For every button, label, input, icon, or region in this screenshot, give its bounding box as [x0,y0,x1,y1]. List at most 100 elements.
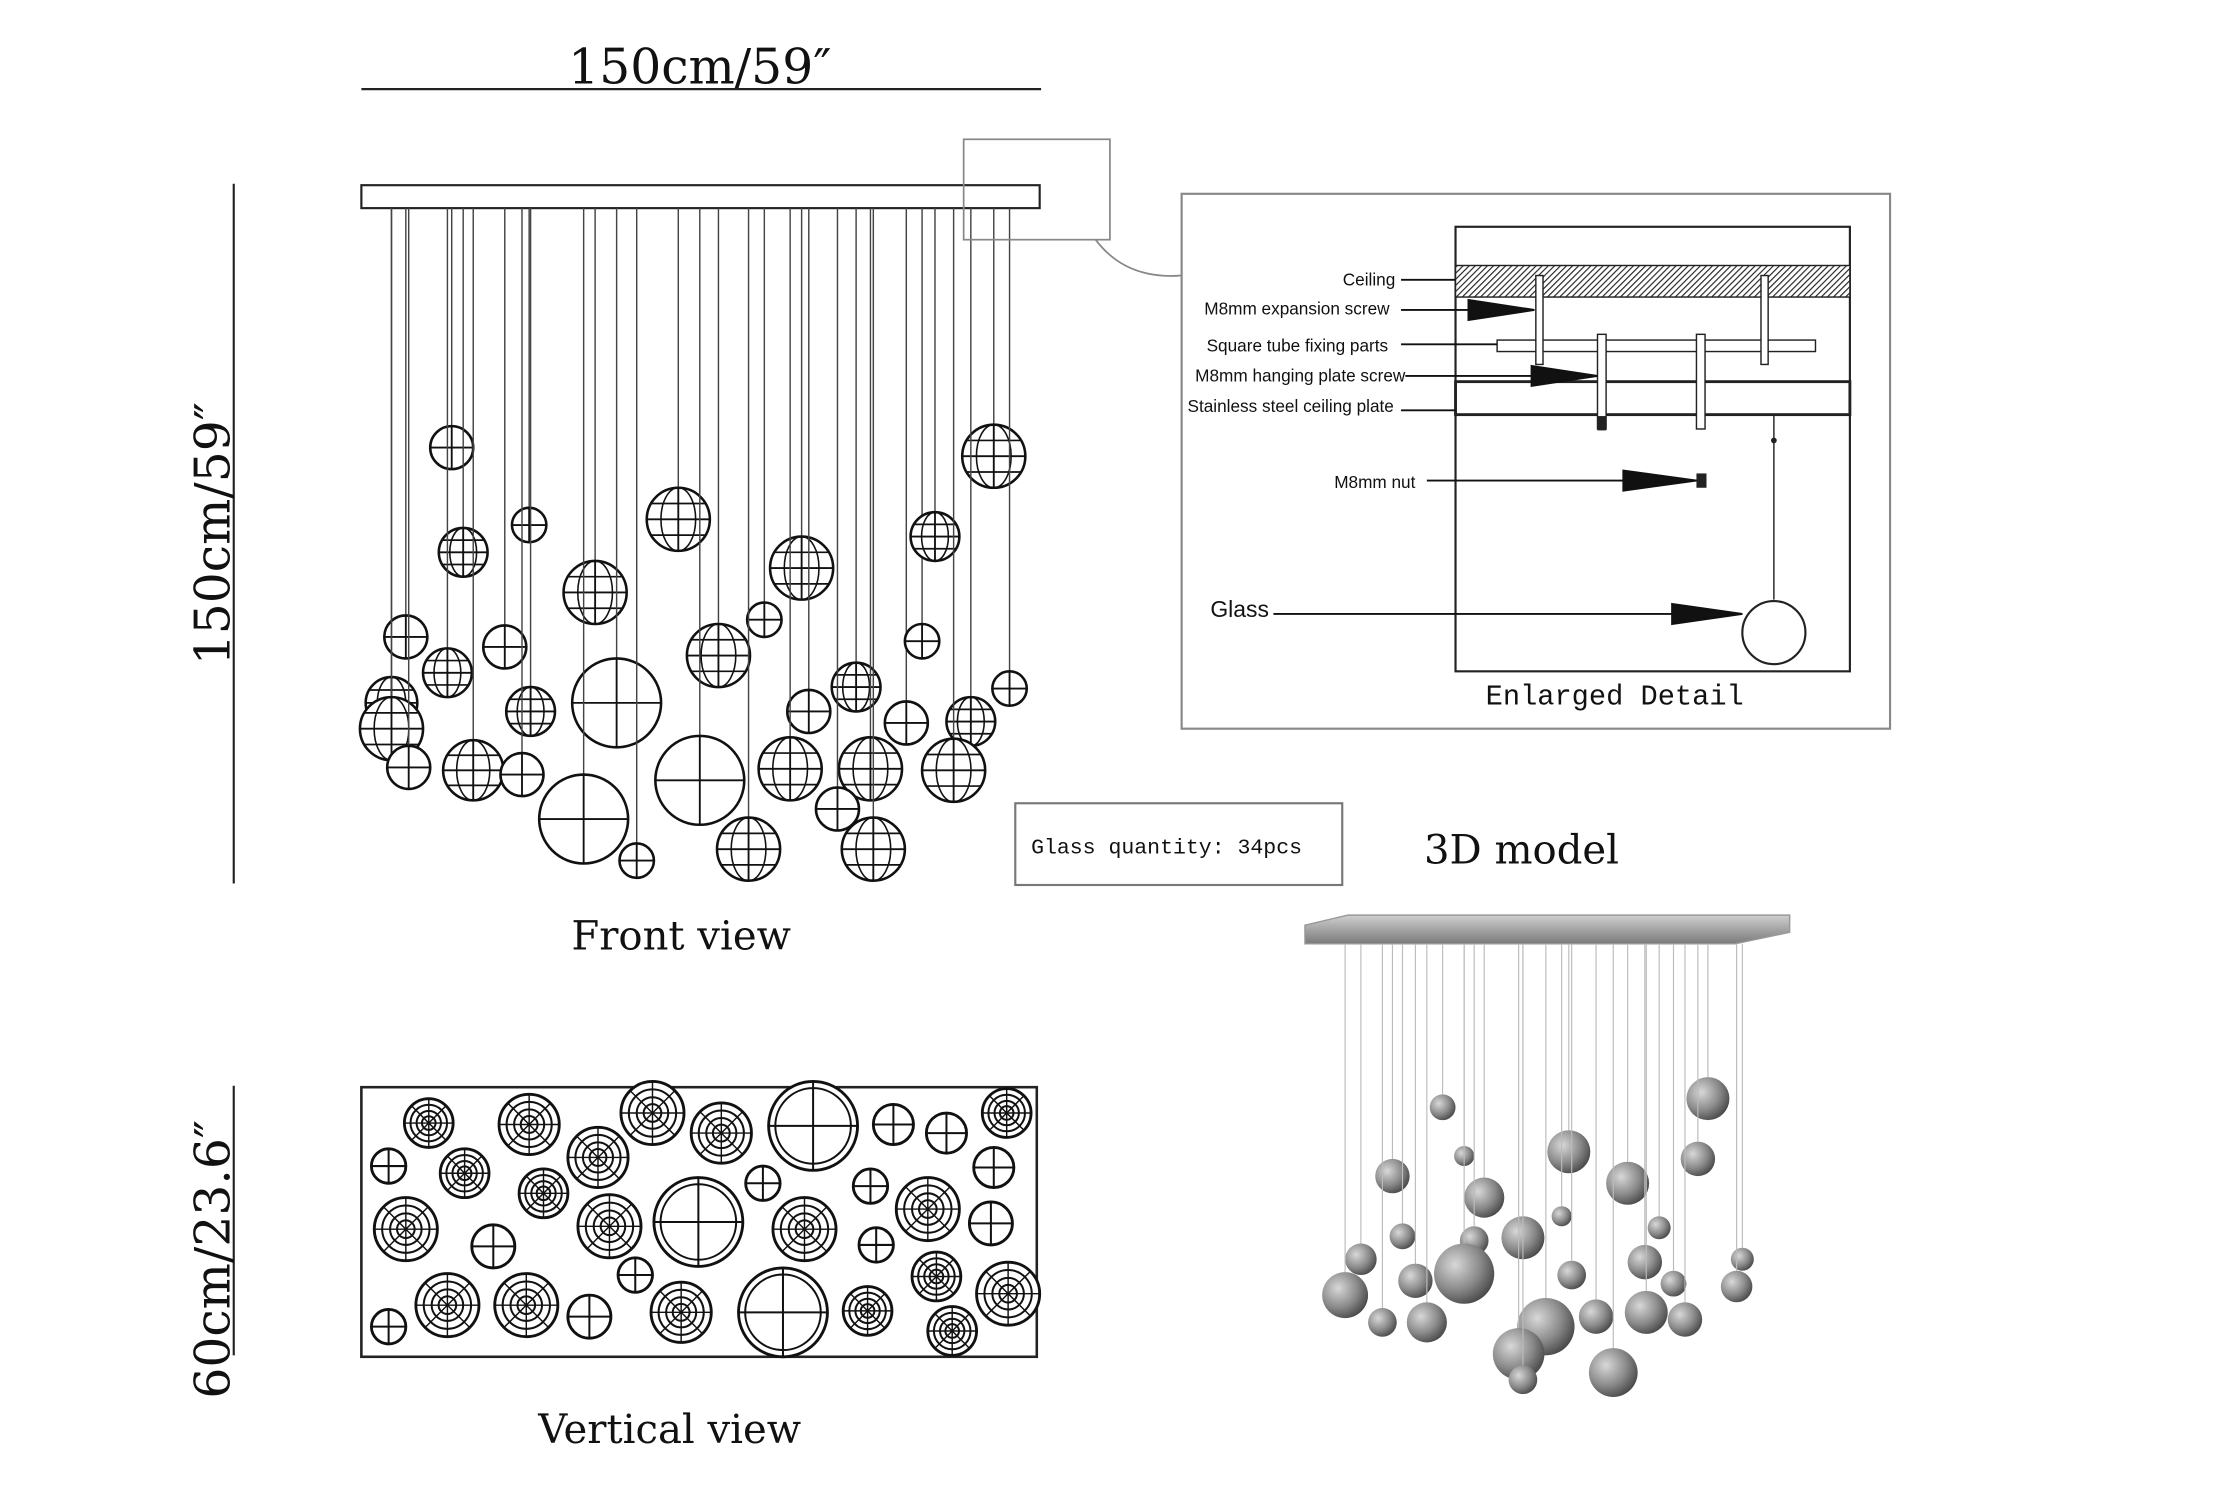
glass-ball [499,751,545,798]
model-glass-ball [1406,1302,1447,1343]
glass-ball [991,670,1029,708]
glass-ball [383,614,429,660]
glass-ball-top [737,1266,829,1359]
label-ceiling: Ceiling [1343,270,1396,290]
glass-ball [745,601,783,639]
model-glass-ball [1389,1223,1416,1250]
detail-title: Enlarged Detail [1486,680,1744,713]
model-glass-ball [1551,1206,1572,1227]
vertical-view [360,1080,1042,1359]
glass-ball [814,786,861,832]
glass-ball [645,486,712,553]
glass-ball [903,622,941,660]
glass-ball-top [369,1147,408,1185]
glass-ball-top [649,1280,713,1344]
depth-dimension: 60cm/23.6″ [185,1085,241,1399]
width-dimension: 150cm/59″ [361,39,1042,95]
vertical-view-label: Vertical view [537,1407,801,1453]
label-ceiling-plate: Stainless steel ceiling plate [1187,396,1393,416]
glass-ball [909,510,961,563]
model-glass-ball [1547,1130,1591,1174]
glass-ball-top [616,1256,654,1294]
label-square-tube: Square tube fixing parts [1207,336,1389,356]
glass-ball [437,526,489,578]
3d-model [1304,914,1791,1397]
glass-ball [757,736,823,802]
glass-ball-top [871,1102,915,1146]
glass-ball-top [857,1226,895,1264]
model-glass-ball [1606,1161,1650,1205]
glass-ball-top [369,1308,408,1346]
glass-ball-top [414,1272,481,1339]
nut [1696,473,1707,488]
front-view [358,184,1041,882]
glass-ball [654,734,746,827]
label-glass: Glass [1210,596,1269,622]
glass-ball-top [894,1176,961,1243]
model-glass-ball [1667,1302,1703,1337]
model-glass-ball [1375,1158,1410,1194]
label-nut: M8mm nut [1334,472,1415,492]
label-hanging-screw: M8mm hanging plate screw [1195,366,1406,386]
glass-ball [715,816,782,882]
callout-leader [1094,239,1182,277]
glass-ball [421,647,474,699]
stainless-plate [1454,380,1852,417]
glass-ball-top [402,1097,455,1149]
square-tube [1496,339,1817,353]
glass-ball [385,744,432,791]
glass-ball-top [566,1293,613,1340]
glass-ball-top [619,1080,686,1146]
glass-ball-top [493,1272,560,1339]
glass-ball-top [972,1145,1016,1190]
glass-ball [562,559,628,626]
glass-ball [441,738,505,802]
glass-ball [618,842,656,880]
glass-ball-top [767,1080,859,1172]
model-glass-ball [1720,1270,1753,1303]
glass-ball [481,624,528,670]
model-glass-ball [1680,1141,1716,1177]
glass-quantity-box: Glass quantity: 34pcs [1014,802,1344,887]
height-label: 150cm/59″ [185,402,241,665]
height-dimension: 150cm/59″ [185,183,241,884]
model-glass-ball [1647,1216,1671,1240]
glass-quantity: Glass quantity: 34pcs [1031,836,1302,860]
glass-ball-top [926,1305,979,1357]
detail-callout-box [962,138,1111,241]
enlarged-detail: Ceiling M8mm expansion screw Square tube… [1180,192,1892,730]
glass-ball [510,506,548,544]
glass-ball-top [470,1223,517,1270]
model-glass-ball [1624,1290,1668,1334]
glass-ball-top [975,1260,1042,1327]
glass-ball-top [438,1147,491,1200]
model-glass-ball [1429,1094,1456,1121]
glass-ball [883,700,930,746]
glass-ball [504,685,557,738]
glass-ball [785,688,832,735]
width-label: 150cm/59″ [568,39,831,95]
model-ceiling-plate [1304,914,1791,945]
glass-ball-top [372,1196,439,1263]
model-glass-ball [1588,1348,1638,1397]
glass-ball [358,695,425,762]
model-glass-ball [1730,1247,1754,1271]
glass-ball-top [980,1087,1033,1139]
glass-ball-top [967,1200,1014,1247]
model-glass-ball [1508,1365,1538,1395]
glass-ball-top [771,1196,838,1263]
model-glass-ball [1492,1328,1545,1380]
glass-ball [1741,599,1807,666]
glass-ball [570,657,663,749]
glass-ball-top [566,1125,630,1190]
model-glass-ball [1686,1077,1730,1121]
model-glass-ball [1345,1243,1377,1276]
model-glass-ball [1368,1308,1397,1337]
glass-ball-top [652,1176,745,1268]
glass-ball [830,661,882,713]
front-view-label: Front view [571,914,791,960]
glass-ball [960,423,1027,490]
glass-ball-top [689,1101,753,1165]
